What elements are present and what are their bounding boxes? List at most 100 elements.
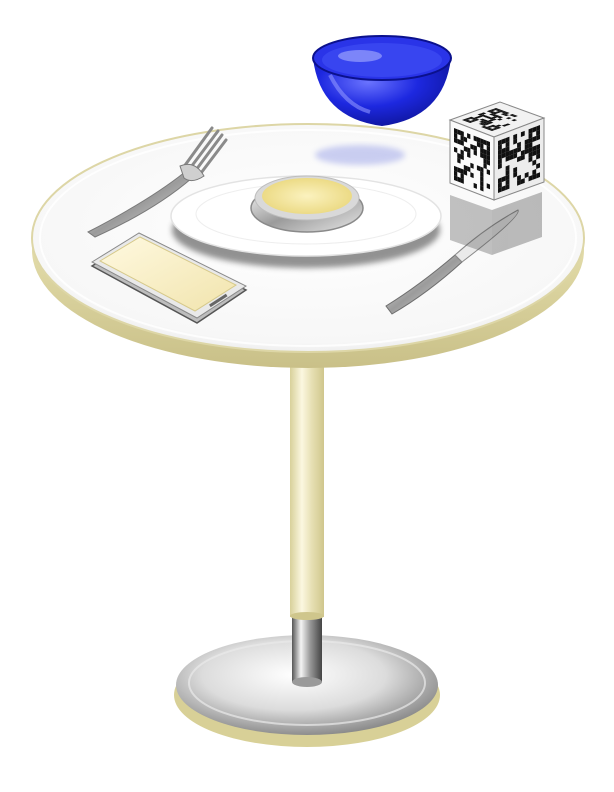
qr-module xyxy=(480,112,487,115)
qr-module xyxy=(473,118,480,121)
qr-module xyxy=(500,113,507,116)
qr-module xyxy=(454,128,458,134)
blue-bowl xyxy=(312,35,452,126)
qr-module xyxy=(536,148,540,155)
qr-module xyxy=(463,169,468,176)
qr-module xyxy=(532,173,537,180)
qr-module xyxy=(486,154,490,161)
qr-module xyxy=(454,132,458,139)
qr-module xyxy=(486,159,490,166)
qr-module xyxy=(536,172,540,179)
qr-module xyxy=(470,162,474,169)
qr-module xyxy=(476,136,481,143)
qr-module xyxy=(501,138,506,145)
qr-module xyxy=(464,119,471,122)
qr-module xyxy=(517,155,521,163)
qr-module xyxy=(517,174,521,181)
qr-module xyxy=(513,166,518,173)
qr-module xyxy=(495,111,502,114)
qr-module xyxy=(486,150,490,157)
qr-module xyxy=(532,159,537,166)
qr-module xyxy=(498,163,502,170)
qr-module xyxy=(489,109,496,112)
qr-module xyxy=(495,126,502,129)
qr-module xyxy=(513,152,518,159)
qr-module xyxy=(486,110,493,113)
qr-module xyxy=(465,117,471,120)
yellow-cup xyxy=(250,175,364,233)
qr-module xyxy=(504,123,511,126)
qr-module xyxy=(463,136,468,143)
qr-module xyxy=(501,175,506,183)
bowl-reflection xyxy=(315,145,405,165)
qr-module xyxy=(480,147,484,154)
qr-module xyxy=(480,142,484,149)
qr-module xyxy=(486,127,493,130)
qr-module xyxy=(491,116,498,119)
qr-module xyxy=(520,130,525,137)
qr-module xyxy=(498,158,502,165)
qr-module xyxy=(498,144,502,151)
qr-module xyxy=(501,152,506,159)
qr-module xyxy=(486,169,490,176)
qr-module xyxy=(503,114,510,117)
qr-module xyxy=(486,140,490,147)
qr-module xyxy=(505,141,510,148)
qr-module xyxy=(473,182,477,189)
qr-module xyxy=(492,108,499,111)
qr-module xyxy=(532,126,537,133)
qr-module xyxy=(536,153,540,160)
qr-module xyxy=(454,175,458,182)
qr-module xyxy=(460,149,464,156)
qr-module xyxy=(480,176,484,182)
qr-module xyxy=(460,130,464,137)
qr-module xyxy=(536,125,540,132)
qr-module xyxy=(476,165,481,172)
qr-module xyxy=(460,140,464,146)
qr-module xyxy=(467,166,471,173)
qr-module xyxy=(509,114,516,117)
qr-module xyxy=(483,153,487,160)
qr-module xyxy=(491,118,497,121)
qr-module xyxy=(454,170,458,177)
qr-module xyxy=(486,183,490,190)
qr-module xyxy=(486,145,490,152)
qr-module xyxy=(480,185,484,192)
qr-module xyxy=(481,123,488,126)
qr-module xyxy=(524,143,529,150)
qr-module xyxy=(524,148,529,155)
qr-module xyxy=(495,109,502,112)
qr-module xyxy=(520,154,525,161)
qr-module xyxy=(501,124,508,127)
qr-module xyxy=(524,138,529,145)
qr-module xyxy=(513,133,518,140)
qr-module xyxy=(528,132,533,139)
qr-module xyxy=(457,129,461,136)
qr-module xyxy=(483,158,487,165)
qr-module xyxy=(528,127,533,135)
qr-module xyxy=(470,172,474,179)
qr-module xyxy=(489,113,495,116)
qr-module xyxy=(528,146,533,153)
qr-module xyxy=(454,146,458,153)
qr-module xyxy=(488,119,494,122)
qr-module xyxy=(460,154,464,161)
qr-module xyxy=(467,152,471,158)
qr-module xyxy=(484,122,491,125)
qr-module xyxy=(480,166,484,173)
qr-module xyxy=(490,124,496,127)
qr-module xyxy=(498,110,505,113)
qr-module xyxy=(505,136,510,143)
qr-module xyxy=(483,139,487,146)
qr-module xyxy=(478,122,485,125)
qr-module xyxy=(480,138,484,145)
qr-module xyxy=(495,124,502,127)
qr-module xyxy=(479,118,486,121)
qr-module xyxy=(454,165,458,172)
qr-module xyxy=(488,117,495,120)
qr-module xyxy=(536,129,540,136)
qr-module xyxy=(505,183,510,191)
qr-module xyxy=(505,117,512,120)
qr-module xyxy=(482,115,489,118)
